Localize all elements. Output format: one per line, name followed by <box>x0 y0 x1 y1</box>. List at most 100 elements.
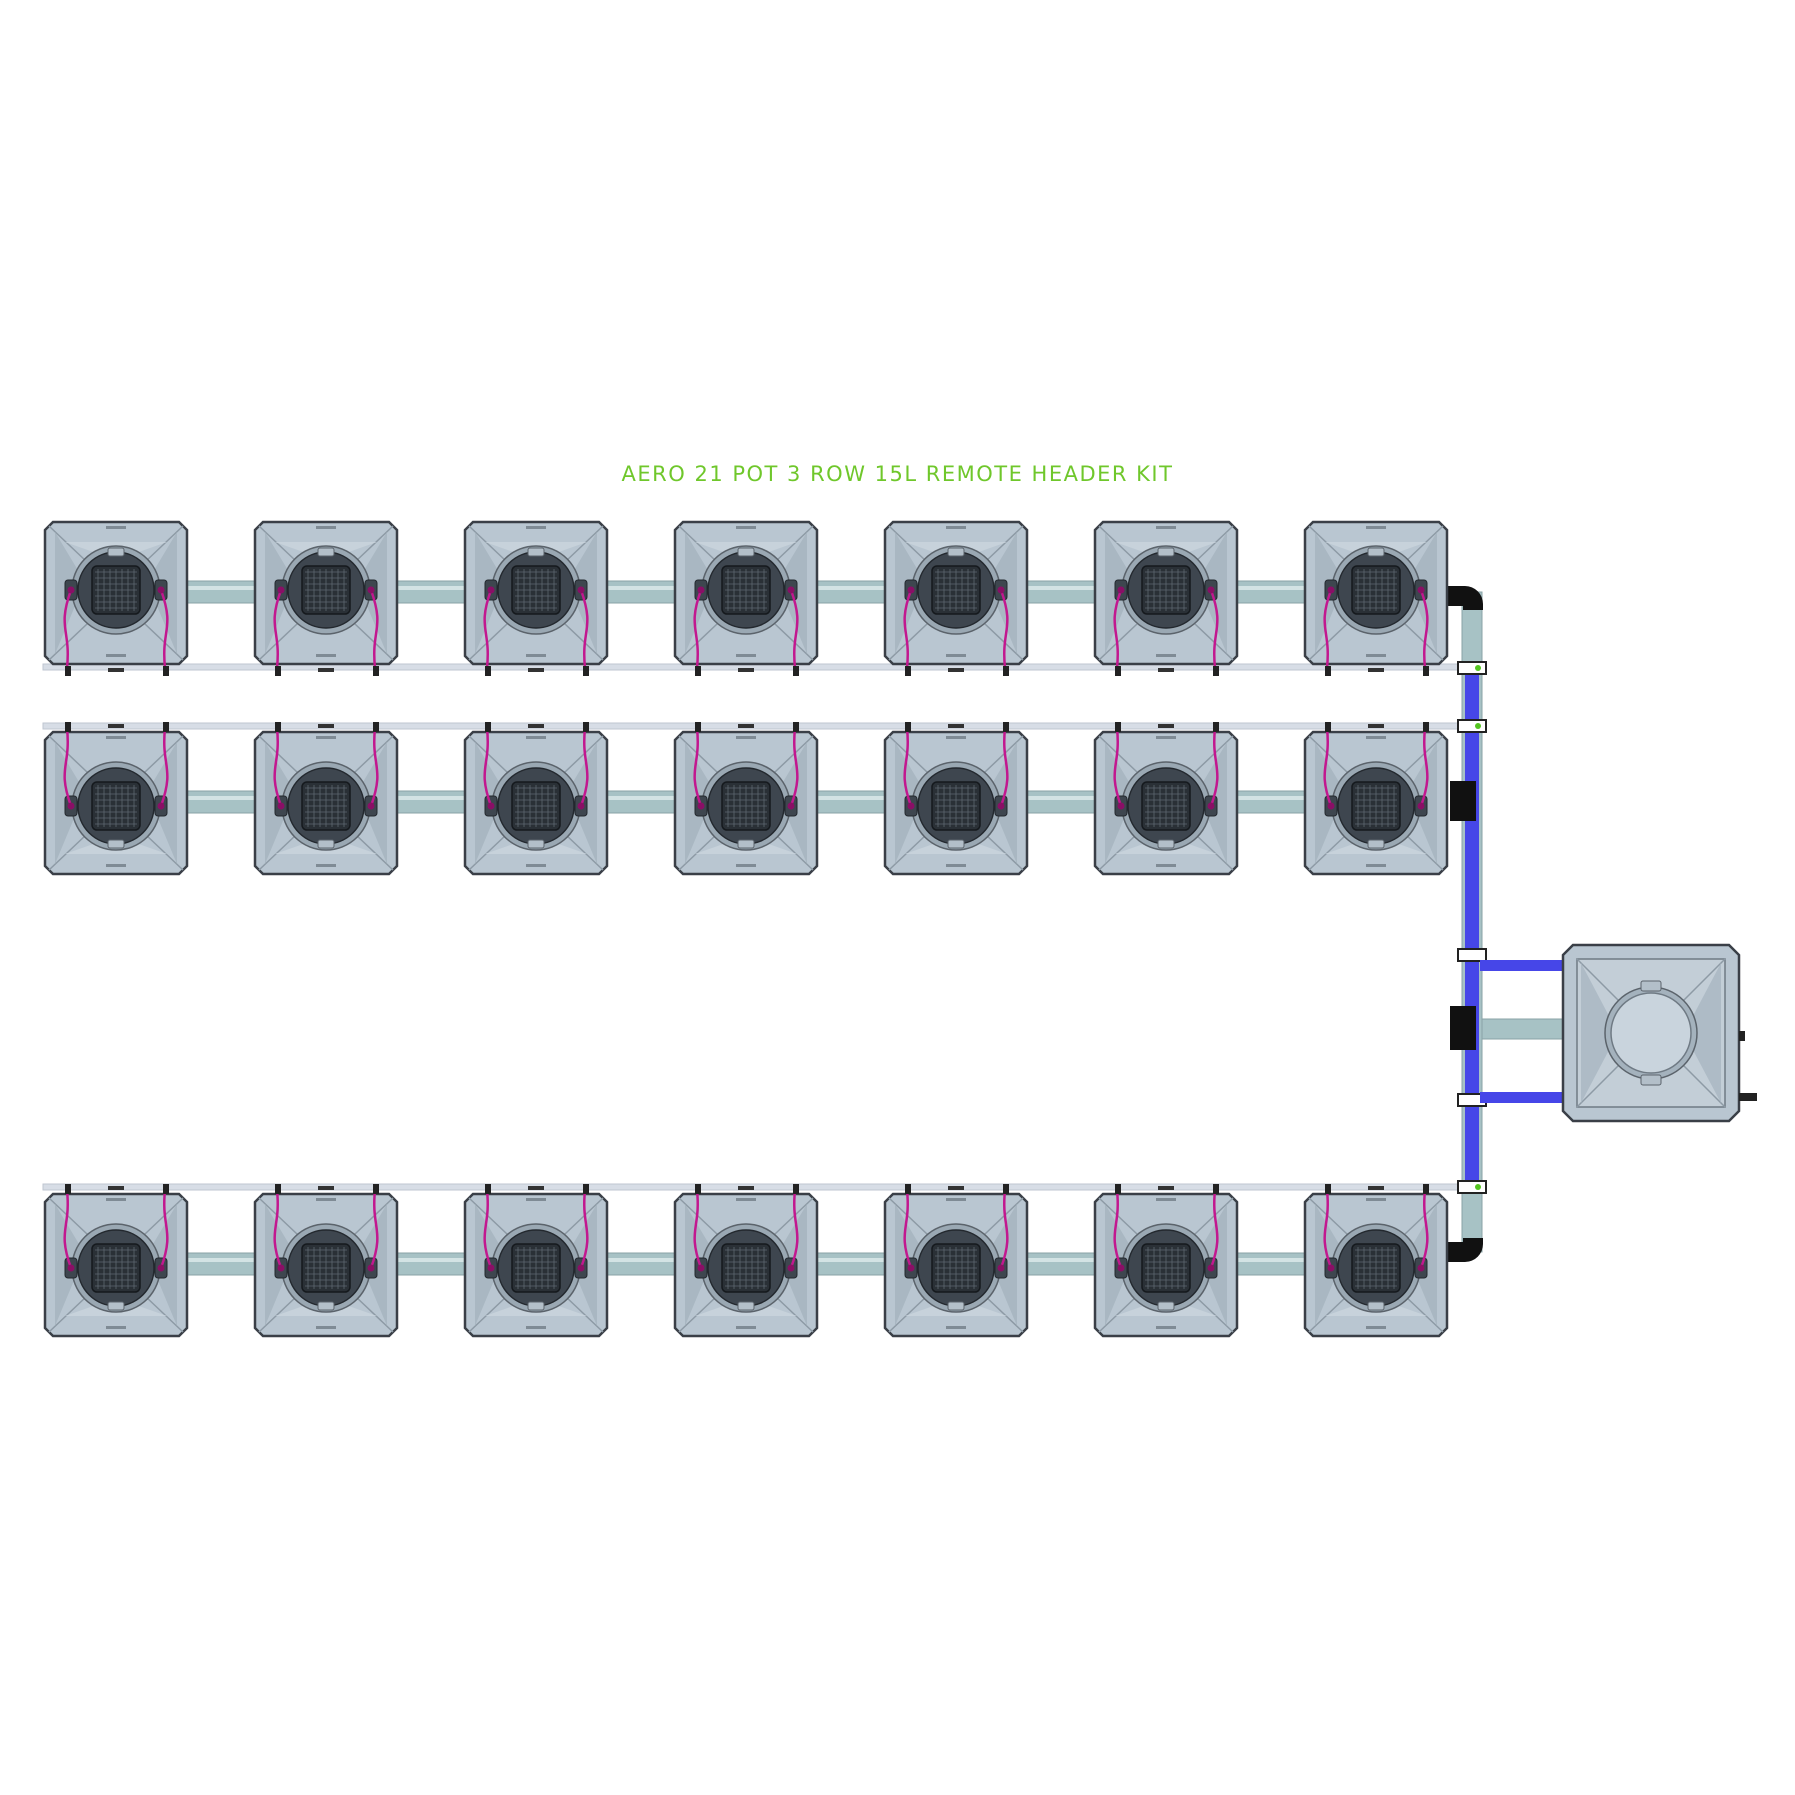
supply-riser <box>1465 668 1479 1188</box>
drip-emitter <box>1117 1264 1125 1272</box>
pot-tab <box>526 736 546 739</box>
line-clip <box>1423 1184 1429 1194</box>
pot-tab <box>1156 864 1176 867</box>
drip-emitter <box>277 802 285 810</box>
header-tank-lid <box>1610 992 1692 1074</box>
aero-pot <box>1093 722 1239 876</box>
aero-pot <box>1303 1184 1449 1338</box>
elbow-fitting <box>1445 1238 1483 1262</box>
pot-tab <box>1366 1326 1386 1329</box>
connector-dot <box>1475 723 1481 729</box>
line-clip <box>1368 668 1384 672</box>
drip-emitter <box>997 802 1005 810</box>
line-clip <box>738 668 754 672</box>
lid-notch <box>1157 547 1175 557</box>
pot-facet <box>468 525 604 661</box>
drip-emitter <box>277 586 285 594</box>
drip-emitter <box>997 586 1005 594</box>
drip-tube <box>483 1189 493 1269</box>
pot-facet <box>888 525 1024 661</box>
pot-facet <box>1098 525 1234 661</box>
lid-notch <box>107 839 125 849</box>
line-clip <box>275 666 281 676</box>
aero-pot <box>1093 520 1239 676</box>
pot-tab <box>526 526 546 529</box>
pot-tab <box>316 736 336 739</box>
line-clip <box>948 1186 964 1190</box>
drip-tube <box>693 1189 703 1269</box>
line-clip <box>583 666 589 676</box>
drip-tube <box>159 727 169 807</box>
drip-tube <box>903 589 913 669</box>
line-clip <box>528 668 544 672</box>
pot-tab <box>946 1198 966 1201</box>
line-clip <box>793 666 799 676</box>
drip-tube <box>789 1189 799 1269</box>
line-clip <box>1213 1184 1219 1194</box>
tee-fitting <box>1450 781 1476 821</box>
lid-notch <box>527 1301 545 1311</box>
pot-tab <box>946 864 966 867</box>
header-tank-layer <box>1561 943 1757 1123</box>
drip-emitter <box>577 586 585 594</box>
aero-pot <box>883 1184 1029 1338</box>
pot-tab <box>1366 526 1386 529</box>
drip-tube <box>1323 1189 1333 1269</box>
pot-tab <box>736 736 756 739</box>
pot-tab <box>106 1326 126 1329</box>
pot-tab <box>106 526 126 529</box>
manifold-connector <box>1457 1180 1487 1194</box>
line-clip <box>275 1184 281 1194</box>
pot-tab <box>526 1326 546 1329</box>
pot-tab <box>1156 1326 1176 1329</box>
pot-tab <box>1366 736 1386 739</box>
drip-tube <box>1113 1189 1123 1269</box>
drip-emitter <box>697 586 705 594</box>
line-clip <box>528 724 544 728</box>
pot-tab <box>106 864 126 867</box>
lid-notch <box>527 547 545 557</box>
drip-emitter <box>787 1264 795 1272</box>
line-clip <box>65 666 71 676</box>
pot-facet <box>1308 525 1444 661</box>
line-clip <box>738 1186 754 1190</box>
drip-tube <box>369 589 379 669</box>
drip-tube <box>903 727 913 807</box>
supply-pipe-to-header <box>1480 1092 1562 1103</box>
header-tank-facet <box>1581 963 1618 1103</box>
aero-pot <box>253 1184 399 1338</box>
aero-pot <box>43 722 189 876</box>
line-clip <box>163 1184 169 1194</box>
drip-tube <box>1209 727 1219 807</box>
drip-emitter <box>1417 586 1425 594</box>
pot-tab <box>526 1198 546 1201</box>
drip-emitter <box>787 802 795 810</box>
pot-tab <box>1366 1198 1386 1201</box>
pot-tab <box>736 1198 756 1201</box>
drip-emitter <box>1117 802 1125 810</box>
drip-emitter <box>697 1264 705 1272</box>
line-clip <box>793 722 799 732</box>
elbow-fitting <box>1445 586 1483 610</box>
drip-tube <box>693 727 703 807</box>
line-clip <box>948 724 964 728</box>
drip-tube <box>369 727 379 807</box>
header-tank-outlet <box>1739 1031 1745 1041</box>
drip-tube <box>63 1189 73 1269</box>
line-clip <box>583 1184 589 1194</box>
pot-tab <box>526 864 546 867</box>
line-clip <box>1003 722 1009 732</box>
drip-tube <box>159 1189 169 1269</box>
lid-notch <box>947 547 965 557</box>
drip-emitter <box>1207 802 1215 810</box>
drip-tube <box>789 727 799 807</box>
drip-tube <box>159 589 169 669</box>
drip-tube <box>63 727 73 807</box>
pot-tab <box>1366 654 1386 657</box>
line-clip <box>485 666 491 676</box>
drip-tube <box>1323 589 1333 669</box>
drip-tube <box>1209 1189 1219 1269</box>
lid-notch <box>1367 547 1385 557</box>
drip-tube <box>693 589 703 669</box>
